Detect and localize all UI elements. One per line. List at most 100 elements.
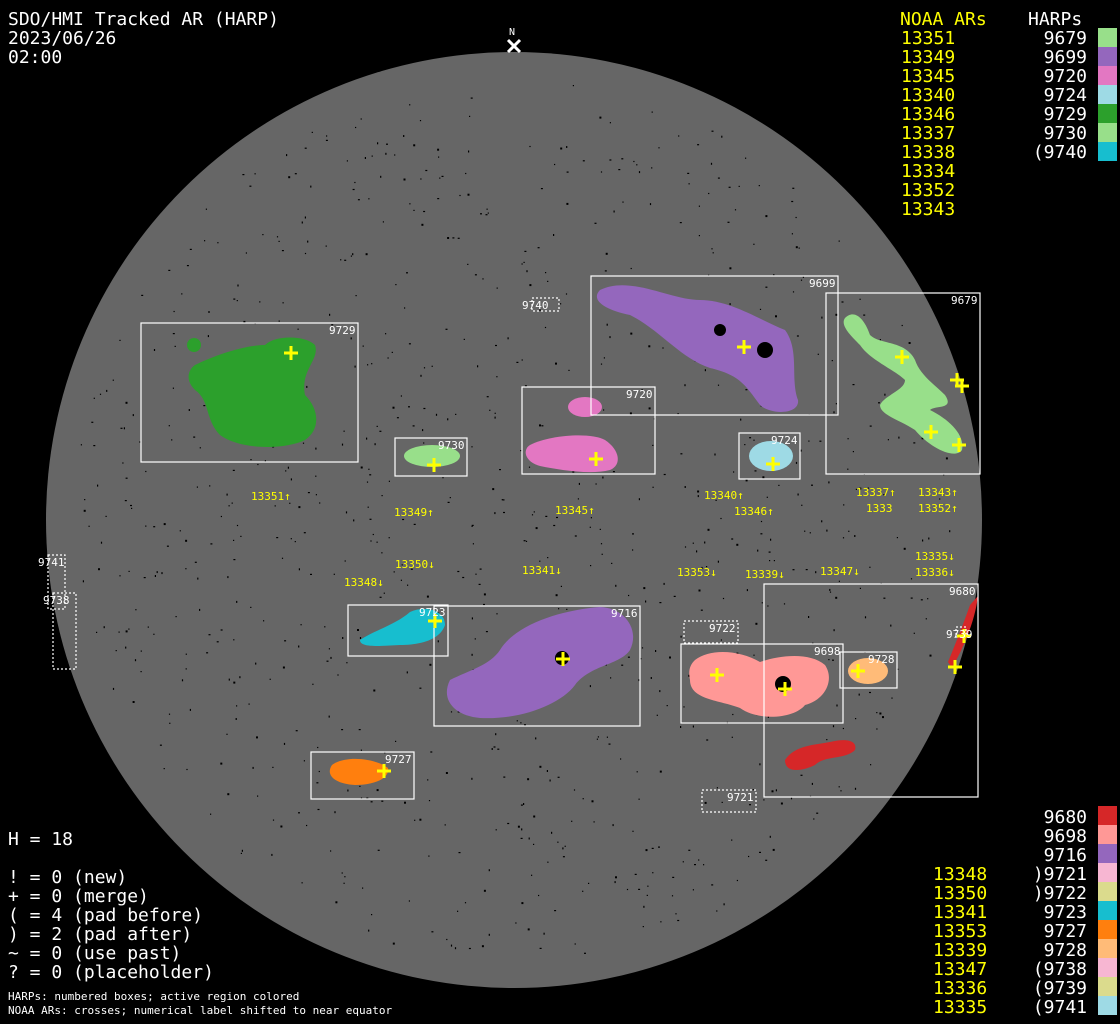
speckle: [589, 526, 591, 528]
speckle: [694, 864, 696, 866]
speckle: [236, 300, 238, 302]
speckle: [652, 872, 654, 874]
speckle: [560, 147, 563, 150]
speckle: [829, 591, 832, 593]
speckle: [124, 500, 127, 502]
harp-box-label: 9679: [951, 294, 978, 307]
speckle: [428, 855, 430, 857]
speckle: [494, 416, 496, 419]
speckle: [704, 369, 706, 372]
speckle: [245, 252, 247, 254]
speckle: [140, 671, 142, 673]
noaa-cross-icon: [710, 668, 724, 682]
speckle: [949, 530, 951, 533]
speckle: [828, 481, 830, 484]
speckle: [821, 316, 823, 319]
harp-box-label: 9720: [626, 388, 653, 401]
speckle: [276, 537, 279, 539]
speckle: [692, 542, 694, 544]
speckle: [717, 384, 720, 386]
speckle: [652, 486, 654, 488]
speckle: [659, 690, 661, 693]
speckle: [525, 540, 528, 542]
speckle: [663, 582, 665, 585]
speckle: [205, 208, 207, 210]
speckle: [671, 895, 674, 897]
speckle: [430, 751, 433, 753]
speckle: [546, 770, 548, 772]
speckle: [163, 523, 166, 526]
speckle: [697, 490, 700, 493]
speckle: [394, 154, 396, 156]
speckle: [560, 585, 562, 587]
speckle: [632, 830, 634, 832]
speckle: [143, 577, 146, 579]
speckle: [566, 146, 568, 148]
speckle: [517, 825, 520, 828]
speckle: [632, 549, 634, 551]
noaa-header: NOAA ARs: [900, 9, 987, 30]
speckle: [547, 861, 549, 863]
speckle: [744, 444, 746, 446]
noaa-label: 13345↑: [555, 504, 595, 517]
speckle: [804, 530, 806, 532]
speckle: [792, 291, 795, 293]
speckle: [696, 550, 698, 553]
speckle: [250, 606, 252, 608]
region-9720-small: [568, 397, 602, 417]
speckle: [706, 739, 709, 741]
speckle: [765, 859, 768, 861]
speckle: [364, 157, 366, 159]
speckle: [890, 624, 892, 627]
speckle: [708, 574, 710, 576]
speckle: [392, 406, 395, 409]
speckle: [410, 568, 413, 570]
noaa-list-item: 13350: [933, 883, 988, 904]
speckle: [715, 499, 717, 501]
speckle: [516, 720, 518, 722]
speckle: [566, 171, 569, 173]
speckle: [301, 221, 303, 224]
speckle: [131, 507, 133, 509]
speckle: [817, 353, 819, 355]
speckle: [521, 359, 523, 361]
speckle: [859, 587, 861, 589]
stat-line: ) = 2 (pad after): [8, 924, 193, 945]
speckle: [731, 538, 734, 540]
speckle: [194, 561, 197, 563]
speckle: [755, 622, 758, 625]
speckle: [526, 270, 528, 273]
speckle: [544, 567, 546, 569]
speckle: [800, 774, 803, 776]
speckle: [344, 560, 346, 562]
speckle: [497, 748, 500, 750]
harps-header: HARPs: [1028, 9, 1083, 30]
speckle: [615, 876, 617, 879]
region-9679: [843, 314, 963, 454]
harp-box-label: 9740: [522, 299, 549, 312]
speckle: [281, 250, 284, 252]
speckle: [208, 311, 210, 313]
harp-color-swatch: [1098, 104, 1117, 123]
speckle: [278, 320, 280, 322]
speckle: [540, 188, 543, 190]
speckle: [226, 733, 228, 735]
speckle: [761, 602, 763, 604]
harp-box-label: 9741: [38, 556, 65, 569]
speckle: [499, 469, 501, 471]
speckle: [688, 849, 691, 851]
speckle: [507, 337, 509, 340]
speckle: [684, 546, 687, 548]
speckle: [458, 852, 461, 854]
region-9724: [749, 441, 793, 471]
speckle: [479, 568, 482, 570]
noaa-cross-icon: [284, 346, 298, 360]
speckle: [404, 801, 406, 804]
speckle: [455, 413, 457, 415]
speckle: [489, 409, 491, 411]
speckle: [125, 477, 128, 479]
speckle: [632, 533, 634, 535]
speckle: [496, 376, 498, 378]
speckle: [188, 409, 190, 411]
speckle: [910, 578, 913, 580]
